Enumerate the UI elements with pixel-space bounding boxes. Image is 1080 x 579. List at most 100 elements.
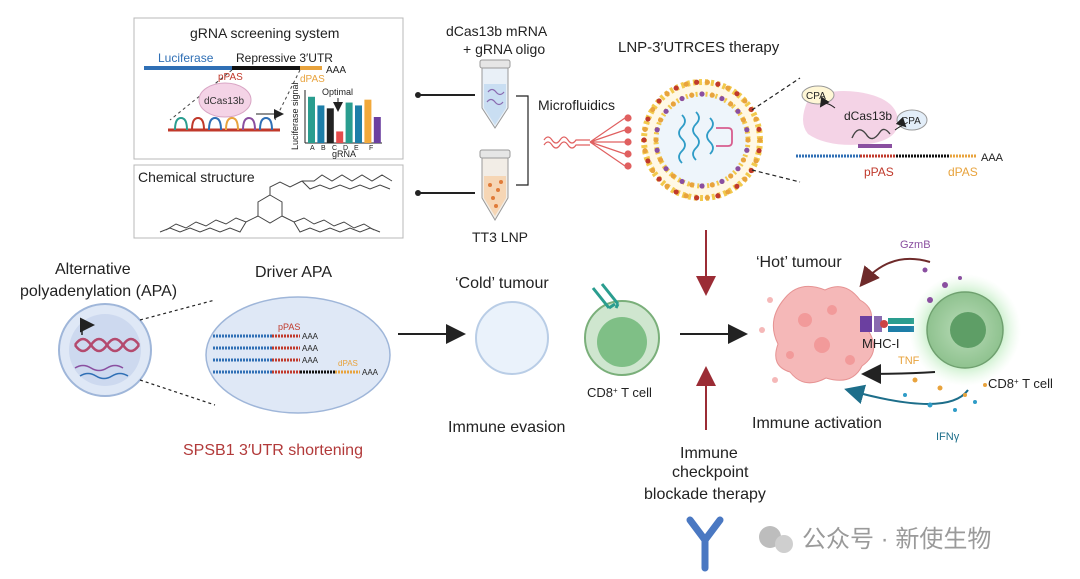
ppas-label-screen: pPAS	[218, 72, 243, 83]
bar-tick-f: F	[369, 145, 373, 152]
lipid-head	[699, 183, 705, 189]
lipid-head	[670, 101, 676, 107]
cold-tumour-title: ‘Cold’ tumour	[455, 275, 549, 292]
lipid-head	[756, 126, 762, 132]
lnp-therapy-title: LNP-3′UTRCES therapy	[618, 39, 780, 56]
lipid-head	[654, 147, 660, 153]
chemical-structure-drawing	[159, 174, 393, 233]
dpas-label-lnp: dPAS	[948, 165, 978, 179]
dcas13b-label-lnp: dCas13b	[844, 109, 892, 123]
gzmb-label: GzmB	[900, 239, 931, 251]
aaa-apa-1: AAA	[302, 332, 319, 341]
chart-xlabel: gRNA	[332, 149, 356, 159]
lipid-head	[679, 178, 685, 185]
cpa-label-2: CPA	[901, 116, 921, 127]
lnp-mechanism-zoom: CPA CPA dCas13b AAA pPAS dPAS	[796, 85, 1004, 179]
lipid-head	[641, 137, 647, 143]
lipid-head	[645, 116, 651, 122]
ppas-label-apa: pPAS	[278, 322, 300, 332]
tt3-lnp-tube-icon	[479, 149, 511, 221]
mhc-tcr-complex-icon	[860, 316, 914, 332]
lipid-head	[757, 137, 763, 143]
lipid-head	[740, 117, 747, 123]
cold-cd8-label: CD8+ T cell	[587, 385, 652, 400]
bar-tick-a: A	[310, 145, 315, 152]
lipid-head	[709, 92, 715, 98]
lipid-head	[654, 127, 660, 133]
lipid-head	[715, 81, 721, 87]
chart-ylabel: Luciferase signal	[290, 82, 300, 150]
bar-tick-b: B	[321, 145, 326, 152]
lipid-head	[704, 79, 710, 85]
luciferase-bar-chart: Luciferase signal Optimal A B C D E F gR…	[290, 82, 382, 159]
dpas-label-apa: dPAS	[338, 359, 358, 368]
hot-cd8-label: CD8+ T cell	[988, 376, 1053, 391]
bar-tick-d: D	[343, 145, 348, 152]
bar-2	[326, 108, 334, 143]
aaa-label-lnp: AAA	[981, 152, 1004, 164]
lipid-head	[683, 81, 689, 87]
lipid-head	[715, 193, 721, 199]
lipid-head	[719, 95, 725, 102]
dcas13b-protein-icon	[198, 82, 252, 118]
watermark: 公众号 · 新使生物	[686, 516, 991, 572]
bar-6	[364, 99, 372, 143]
chemical-structure-panel: Chemical structure	[133, 164, 404, 239]
lipid-head	[725, 85, 731, 91]
optimal-label: Optimal	[322, 87, 353, 97]
microfluidics-chip-icon	[543, 114, 632, 170]
lipid-head	[664, 91, 670, 97]
lipid-head	[670, 173, 676, 179]
grna-screening-title: gRNA screening system	[190, 25, 339, 41]
cpa-label-1: CPA	[806, 91, 826, 102]
cold-tcell-icon	[584, 283, 660, 376]
lipid-head	[748, 167, 754, 174]
bar-7	[373, 117, 381, 143]
lipid-head	[704, 195, 710, 201]
lipid-head	[745, 137, 751, 143]
lipid-head	[694, 195, 700, 201]
lipid-head	[664, 183, 670, 189]
aaa-apa-4: AAA	[362, 368, 379, 377]
bar-5	[355, 105, 362, 143]
lipid-head	[734, 91, 740, 97]
tnf-arrow	[861, 363, 936, 384]
lipid-head	[673, 189, 679, 195]
cytokine-dots	[903, 267, 987, 412]
lnp-particle-icon	[641, 79, 763, 201]
lipid-head	[734, 183, 740, 189]
cold-tumour-cell-icon	[475, 301, 549, 375]
lipid-head	[748, 106, 754, 113]
gzmb-arrow	[859, 257, 931, 288]
lipid-head	[753, 116, 759, 122]
hot-tumour-title: ‘Hot’ tumour	[756, 254, 842, 271]
tt3-lnp-label: TT3 LNP	[472, 229, 528, 245]
bar-1	[317, 105, 325, 143]
bar-0	[308, 96, 315, 143]
lipid-head	[756, 148, 762, 154]
lipid-head	[683, 193, 689, 199]
watermark-text: 公众号 · 新使生物	[802, 526, 991, 553]
mrna-tube-icon	[479, 59, 511, 129]
apa-title-line1: Alternative	[55, 261, 131, 278]
driver-apa-ellipse: pPAS AAA AAA AAA dPAS AAA	[205, 296, 391, 414]
hot-tcell-icon	[926, 291, 1004, 369]
mhc-label: MHC-I	[862, 336, 900, 351]
microfluidics-label: Microfluidics	[538, 97, 615, 113]
lipid-head	[645, 158, 651, 164]
tnf-label: TNF	[898, 355, 920, 367]
lipid-head	[744, 127, 750, 133]
lipid-head	[656, 98, 662, 104]
lipid-head	[689, 92, 695, 98]
immune-activation-label: Immune activation	[752, 415, 882, 432]
tube-top-label-1: dCas13b mRNA	[446, 23, 548, 39]
hot-tumour-cell-icon	[759, 285, 875, 384]
lipid-head	[728, 173, 734, 179]
chemical-structure-title: Chemical structure	[138, 169, 255, 185]
bar-tick-e: E	[354, 145, 359, 152]
bar-3	[336, 131, 344, 143]
lipid-head	[679, 95, 685, 102]
dcas13b-label-screen: dCas13b	[204, 96, 244, 107]
lipid-head	[742, 176, 748, 182]
